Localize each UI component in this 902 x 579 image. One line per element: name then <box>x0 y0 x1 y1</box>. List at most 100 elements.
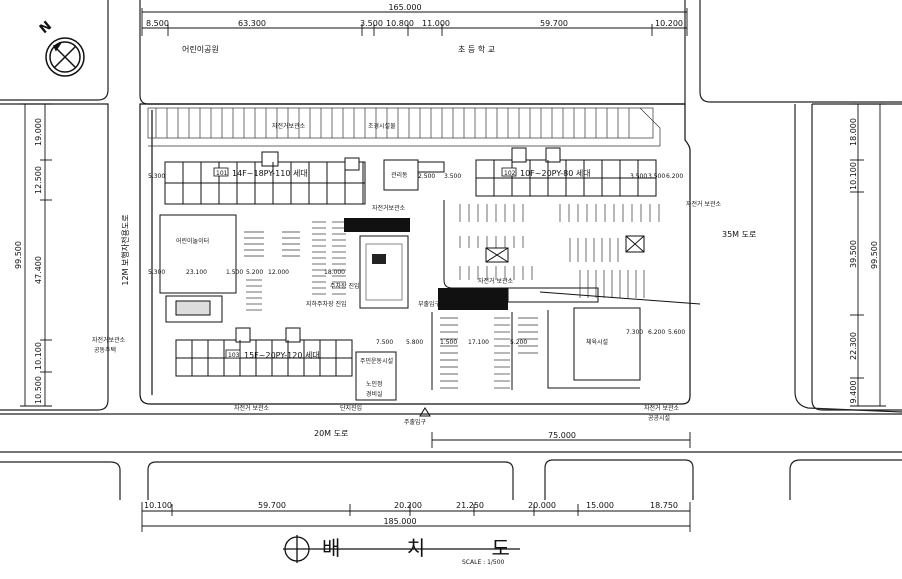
east-parking-features <box>443 200 701 305</box>
drawing-scale: SCALE : 1/500 <box>462 559 505 566</box>
dim-75: 75.000 <box>548 431 576 440</box>
neighbor-park: 어린이공원 <box>182 44 219 54</box>
central-plaza-inner <box>365 243 403 301</box>
small-dim-18: 3.500 <box>648 173 665 180</box>
annot-landscape: 조경시설물 <box>368 122 396 130</box>
east-parking-line <box>539 291 701 305</box>
top-dimension <box>141 8 688 36</box>
east-street-curb <box>794 104 902 413</box>
entrance-triangle <box>419 407 431 417</box>
small-dim-1: 5.300 <box>148 173 165 180</box>
annot-sub-entrance: 부출입구 <box>418 300 441 308</box>
top-dim-2: 63.300 <box>238 19 266 28</box>
north-west-block <box>0 0 109 101</box>
building-101-core-2 <box>344 157 360 171</box>
annot-complex-entry: 단지진입 <box>340 404 362 412</box>
neighbor-school: 초 등 학 교 <box>458 44 495 54</box>
admin-label: 관리동 <box>391 171 408 179</box>
south-block-east <box>789 459 902 500</box>
east-box-1-x2 <box>485 247 509 263</box>
east-box-1 <box>485 247 509 263</box>
south-parking <box>440 317 538 389</box>
building-103-number: 103 <box>228 352 240 359</box>
fitness-facility <box>547 307 641 389</box>
south-block-far-west <box>0 461 121 500</box>
left-dim-2: 12.500 <box>34 166 43 194</box>
annot-public-housing: 공동주택 <box>94 347 116 354</box>
central-dark-block-1 <box>344 218 410 232</box>
left-dim-5: 10.500 <box>34 376 43 404</box>
small-dim-10: 7.500 <box>376 339 393 346</box>
east-parking-curb <box>443 200 508 289</box>
small-dim-9: 3.500 <box>444 173 461 180</box>
top-dim-6: 59.700 <box>540 19 568 28</box>
elder-label: 노인정 <box>366 381 383 388</box>
east-box-2-x2 <box>625 235 645 253</box>
bottom-dim-2: 59.700 <box>258 501 286 510</box>
small-dim-14: 5.200 <box>510 339 527 346</box>
right-dimension <box>850 103 886 407</box>
building-103-badge <box>225 349 241 359</box>
small-dim-7: 18.000 <box>324 269 345 276</box>
building-101 <box>164 151 366 205</box>
parking-strip-outline <box>147 107 654 139</box>
kids-playground-area <box>159 214 237 294</box>
drawing-title: 배 치 도 <box>322 536 540 560</box>
east-box-2 <box>625 235 645 253</box>
bottom-dim-7: 18.750 <box>650 501 678 510</box>
top-dim-7: 10.200 <box>655 19 683 28</box>
street-blocks <box>0 0 902 500</box>
left-dim-3: 47.400 <box>34 256 43 284</box>
left-dim-4: 10.100 <box>34 342 43 370</box>
small-dim-17: 5.600 <box>668 329 685 336</box>
central-structures <box>344 218 599 310</box>
guard-label: 경비실 <box>366 390 383 398</box>
building-103-core <box>235 327 251 343</box>
right-dim-2: 10.100 <box>849 162 858 190</box>
top-total-dim: 165.000 <box>388 3 421 12</box>
small-dim-19: 6.200 <box>666 173 683 180</box>
central-feature <box>372 254 386 264</box>
annot-bike-3: 자전거 보관소 <box>478 277 514 285</box>
title-symbol <box>283 535 520 563</box>
small-dim-15: 7.300 <box>626 329 643 336</box>
welfare-inner <box>175 300 211 316</box>
north-arrow-circle-outer <box>45 37 85 77</box>
small-dim-8: 2.500 <box>418 173 435 180</box>
kids-play-label: 어린이놀이터 <box>176 237 209 245</box>
bottom-total-dim: 185.000 <box>383 517 416 526</box>
annot-bike-1: 자전거보관소 <box>272 122 306 130</box>
top-dim-1: 8.500 <box>146 19 169 28</box>
welfare-building <box>165 295 223 323</box>
small-dim-4: 1.500 <box>226 269 243 276</box>
fitness-area <box>573 307 641 381</box>
top-dim-4: 10.800 <box>386 19 414 28</box>
small-dim-20: 3.500 <box>630 173 647 180</box>
building-101-units <box>165 162 365 204</box>
building-101-core <box>261 151 279 167</box>
annot-underground-entry: 지하주차장 진입 <box>306 300 347 308</box>
building-102-core <box>511 147 527 163</box>
east-parking <box>459 204 660 298</box>
left-total-dim: 99.500 <box>14 241 23 269</box>
building-101-label: 14F~18PY-110 세대 <box>232 169 308 178</box>
resident-play-label: 주민운동시설 <box>360 357 393 365</box>
top-dim-3: 3.500 <box>360 19 383 28</box>
north-east-block <box>699 0 902 103</box>
building-103-units <box>176 340 352 376</box>
small-dim-13: 17.100 <box>468 339 489 346</box>
building-103 <box>175 327 353 377</box>
left-dimension <box>20 103 52 407</box>
north-arrow <box>45 37 85 77</box>
south-block-west <box>147 461 514 500</box>
building-102-number: 102 <box>504 170 516 177</box>
south-block-middle <box>544 459 694 500</box>
fitness-path <box>547 310 640 389</box>
central-plaza <box>359 235 409 309</box>
north-parking-stalls <box>155 108 630 138</box>
annot-bike-west: 자전거보관소 <box>92 336 126 344</box>
fitness-label: 체육시설 <box>586 338 608 346</box>
building-101-number: 101 <box>216 170 228 177</box>
central-strip <box>507 287 599 303</box>
